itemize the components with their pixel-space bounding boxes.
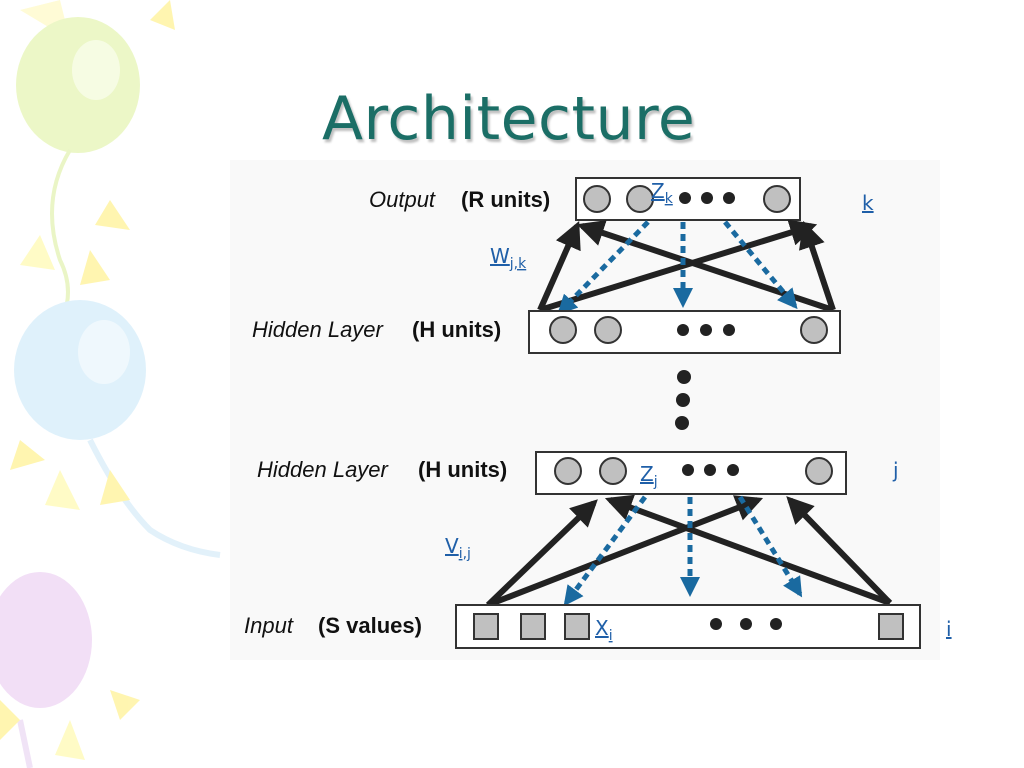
solid-arrow [485,499,598,608]
solid-arrow [537,221,581,312]
hidden-node [554,457,582,485]
input-node [564,613,590,640]
ellipsis-dot [770,618,782,630]
output-unit-label: Zk [651,179,674,207]
hidden-node [549,316,577,344]
ellipsis-dot [727,464,739,476]
solid-arrow [786,496,893,606]
output-layer: Output (R units) [369,177,801,221]
input-layer: Input (S values) [244,604,921,649]
hidden-node [800,316,828,344]
hidden-unit-label: Zj [640,462,658,490]
solid-arrow [539,219,818,313]
output-index-label: k [862,191,874,215]
bottom-weight-label: Vi,j [445,534,471,562]
hidden-node [805,457,833,485]
dashed-arrow [557,220,650,315]
hidden-bottom-layer-units: (H units) [418,457,507,482]
output-node [583,185,611,213]
top-weight-label: Wj,k [490,244,527,272]
output-layer-units: (R units) [461,187,550,212]
balloon-decoration [0,0,221,768]
ellipsis-dot [682,464,694,476]
ellipsis-dot [701,192,713,204]
ellipsis-dot [710,618,722,630]
hidden-layer-bottom: Hidden Layer (H units) [257,451,847,495]
solid-arrow [799,220,836,311]
ellipsis-dot [723,192,735,204]
vertical-ellipsis [675,370,691,430]
slide-title: Architecture [322,84,696,154]
top-connections [537,219,836,315]
output-node [763,185,791,213]
hidden-layer-top: Hidden Layer (H units) [252,310,841,354]
hidden-bottom-layer-name: Hidden Layer [257,457,390,482]
output-layer-name: Output [369,187,436,212]
ellipsis-dot [679,192,691,204]
balloon-purple-icon [0,572,92,708]
input-layer-name: Input [244,613,294,638]
output-node [626,185,654,213]
input-index-label: i [946,617,952,641]
bottom-connections [485,494,893,608]
ellipsis-dot [740,618,752,630]
ellipsis-dot [677,324,689,336]
ellipsis-dot [723,324,735,336]
dashed-arrow [563,495,648,607]
hidden-top-layer-units: (H units) [412,317,501,342]
hidden-node [599,457,627,485]
input-unit-label: Xi [595,616,613,644]
solid-arrow [486,495,764,608]
hidden-index-label: j [892,458,899,482]
input-node [520,613,546,640]
ellipsis-dot [700,324,712,336]
hidden-node [594,316,622,344]
ellipsis-dot [704,464,716,476]
solid-arrow [604,494,892,606]
input-layer-units: (S values) [318,613,422,638]
input-node [878,613,904,640]
hidden-top-layer-name: Hidden Layer [252,317,385,342]
input-node [473,613,499,640]
dashed-arrow [723,220,798,310]
